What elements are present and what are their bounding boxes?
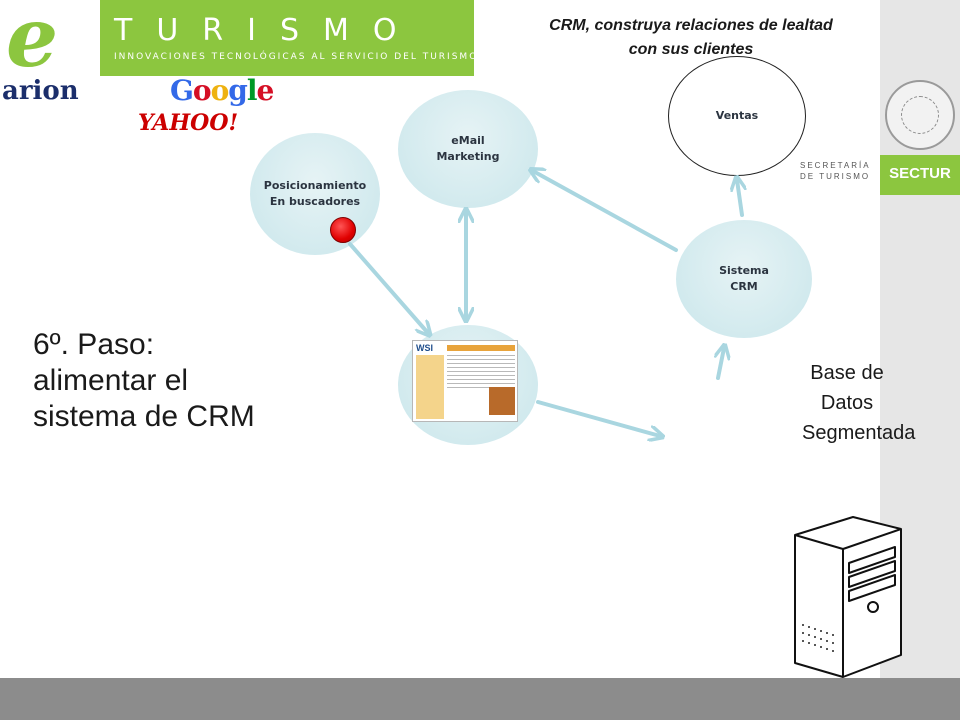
header-title-box: CRM, construya relaciones de lealtad con…: [474, 0, 880, 76]
step-text: 6º. Paso: alimentar el sistema de CRM: [33, 328, 255, 433]
arrow-sistema-to-email: [533, 171, 678, 252]
website-thumbnail-logo: WSI: [416, 343, 433, 353]
arrow-posicionamiento-to-website: [348, 242, 428, 333]
node-ventas: Ventas: [668, 56, 806, 176]
node-posicionamiento-label: Posicionamiento En buscadores: [263, 179, 367, 208]
slide-title: CRM, construya relaciones de lealtad con…: [549, 17, 833, 58]
mexico-seal-icon: [885, 80, 955, 150]
brand-word: TURISMO: [114, 13, 421, 48]
arion-logo: arion: [2, 76, 79, 106]
node-sistema-label: Sistema CRM: [719, 264, 769, 293]
node-email-marketing: eMail Marketing: [398, 90, 538, 208]
yahoo-logo: YAHOO!: [138, 110, 239, 136]
arrow-website-to-database: [536, 400, 660, 436]
secretaria-label: SECRETARÍA DE TURISMO: [800, 161, 871, 181]
arrow-database-to-sistema: [718, 348, 724, 380]
node-email-label: eMail Marketing: [436, 134, 500, 163]
logo-e-box: e: [0, 0, 100, 86]
node-posicionamiento: Posicionamiento En buscadores: [250, 133, 380, 255]
arrow-sistema-to-ventas: [737, 180, 742, 217]
server-icon: [794, 516, 902, 678]
website-thumbnail: WSI: [412, 340, 518, 422]
red-marker-dot: [330, 217, 356, 243]
turismo-banner: TURISMO INNOVACIONES TECNOLÓGICAS AL SER…: [100, 0, 476, 76]
footer-bar: [0, 678, 960, 720]
node-ventas-label: Ventas: [715, 109, 759, 122]
brand-tagline: INNOVACIONES TECNOLÓGICAS AL SERVICIO DE…: [114, 52, 479, 62]
google-logo: Google: [170, 74, 274, 107]
sectur-label: SECTUR: [889, 165, 951, 182]
database-label: Base de Datos Segmentada: [802, 362, 916, 444]
logo-e: e: [6, 0, 59, 86]
sectur-logo: SECTUR: [880, 155, 960, 195]
node-sistema-crm: Sistema CRM: [676, 220, 812, 338]
